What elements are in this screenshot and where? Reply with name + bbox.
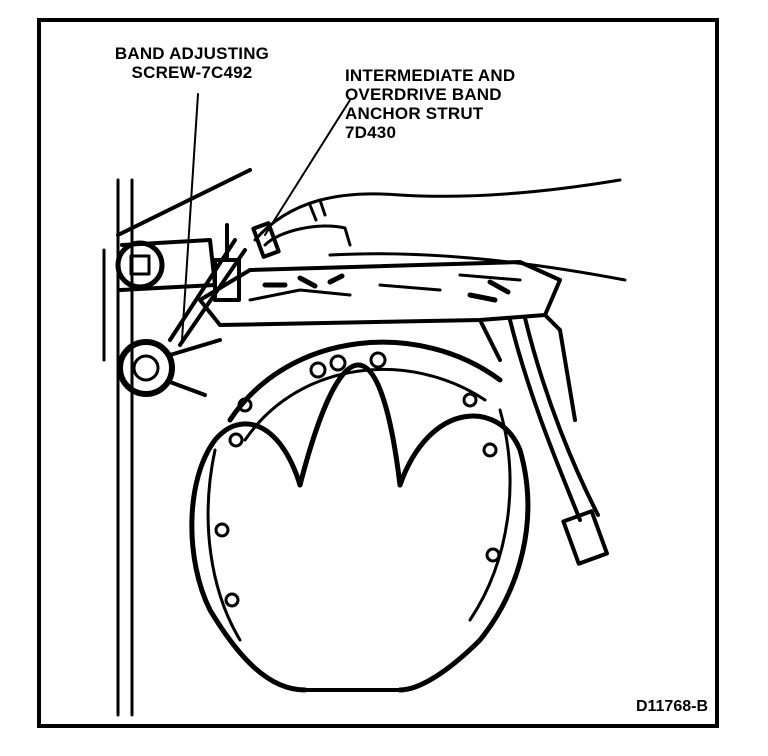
pivot: [117, 338, 222, 397]
figure-frame: [37, 18, 719, 728]
band-adjusting-screw-label: BAND ADJUSTING SCREW-7C492: [114, 44, 270, 82]
servo-lever: [115, 168, 252, 292]
anchor-strut: [251, 221, 281, 259]
band-ring: [189, 339, 531, 693]
figure-id: D11768-B: [635, 698, 708, 715]
band-holes: [214, 351, 501, 608]
valve-body: [198, 260, 577, 422]
adjusting-screw: [168, 223, 247, 347]
leader-lines: [181, 93, 351, 341]
selector-rod: [508, 316, 609, 566]
hand: [253, 178, 627, 282]
anchor-strut-label: INTERMEDIATE AND OVERDRIVE BAND ANCHOR S…: [345, 66, 516, 142]
